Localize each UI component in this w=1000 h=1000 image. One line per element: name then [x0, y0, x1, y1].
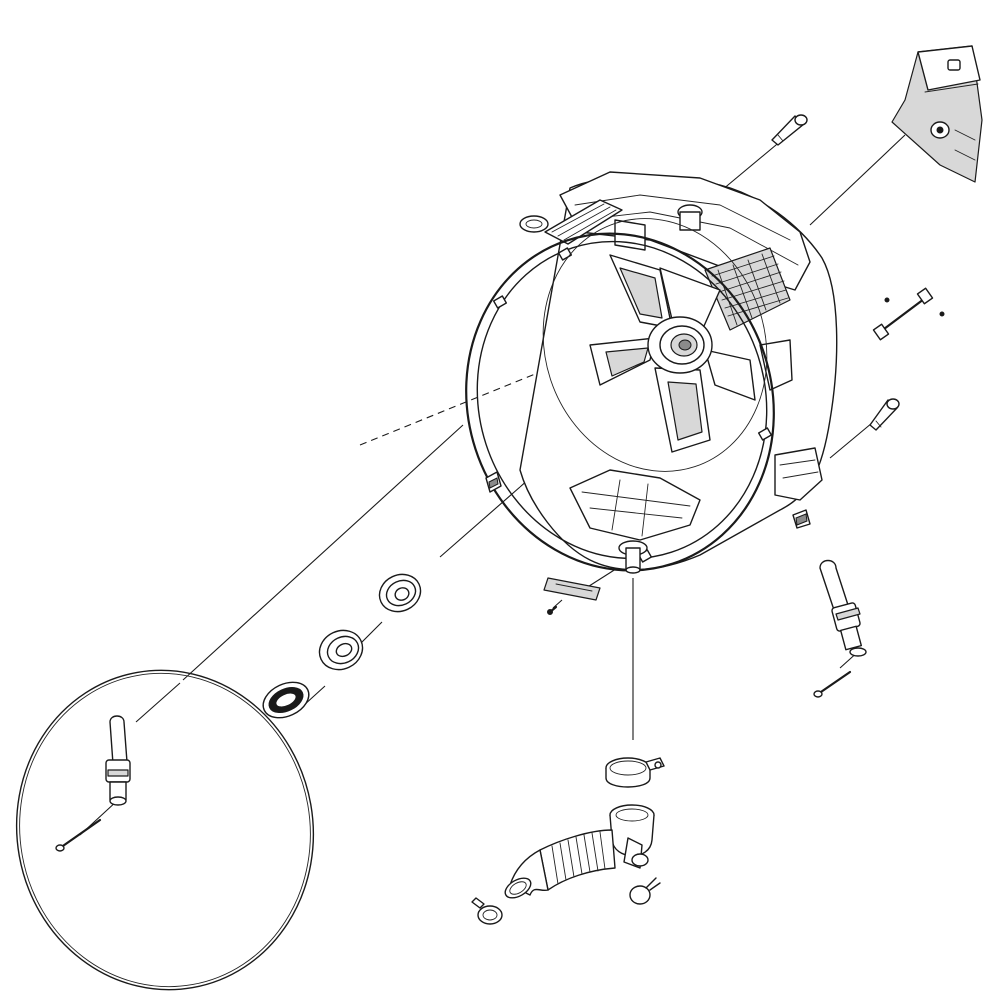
counterweight-bracket[interactable]: [891, 45, 983, 183]
shock-pin-right[interactable]: [813, 670, 852, 698]
tub-front-gasket-ring[interactable]: [0, 647, 339, 1000]
shock-absorber-right[interactable]: [819, 559, 867, 657]
outer-tub[interactable]: [423, 171, 838, 611]
tub-bolt-upper[interactable]: [771, 114, 808, 146]
tub-seal[interactable]: [257, 675, 314, 724]
drain-clamp-small[interactable]: [629, 877, 661, 905]
bellows-ribs: [551, 831, 606, 885]
retaining-clip-right[interactable]: [792, 509, 811, 529]
bearing-front[interactable]: [313, 623, 369, 676]
shock-pin-left[interactable]: [55, 818, 102, 852]
tub-bolt-middle[interactable]: [869, 398, 900, 431]
shock-absorber-left[interactable]: [105, 715, 131, 806]
drain-hose-assembly[interactable]: [502, 804, 655, 902]
heater-ribs: [704, 247, 791, 331]
retaining-clip-left[interactable]: [485, 471, 502, 493]
drain-clamp-lower[interactable]: [471, 897, 503, 925]
tub-hub: [647, 316, 713, 374]
bearing-rear[interactable]: [373, 568, 426, 618]
drain-clamp-upper[interactable]: [605, 757, 665, 788]
tub-stud-right[interactable]: [872, 287, 945, 341]
tub-mount-bracket[interactable]: [543, 577, 601, 615]
tub-spokes: [589, 254, 756, 453]
